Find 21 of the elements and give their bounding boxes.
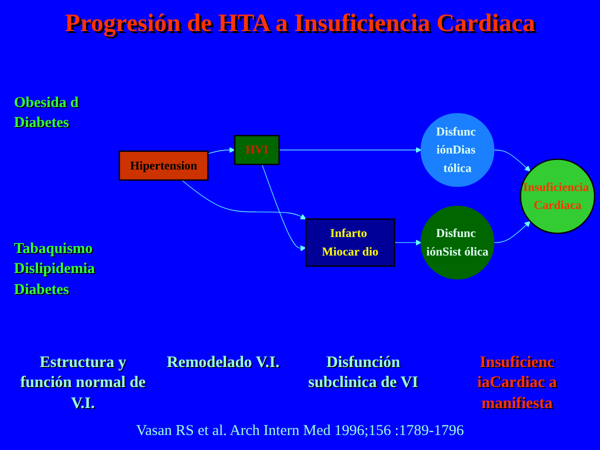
node-box: HVI bbox=[234, 134, 280, 166]
node-box: Infarto Miocar dio bbox=[305, 218, 396, 267]
risk-factor-label: Obesida d Diabetes bbox=[14, 94, 80, 134]
node-box: Hipertension bbox=[118, 150, 209, 181]
title: Progresión de HTA a Insuficiencia Cardiaca bbox=[64, 10, 536, 38]
arrow bbox=[181, 180, 306, 220]
arrow bbox=[493, 221, 531, 243]
node-circle: Insuficiencia Cardiaca bbox=[520, 158, 596, 234]
arrow bbox=[262, 164, 306, 252]
stage-label: Remodelado V.I. bbox=[166, 352, 280, 373]
stage-label: Estructura y función normal de V.I. bbox=[19, 352, 147, 414]
arrow bbox=[208, 147, 236, 154]
node-circle: Disfunc iónDias tólica bbox=[420, 113, 494, 187]
arrow bbox=[394, 240, 422, 246]
stage-label: Insuficienc iaCardiac a manifiesta bbox=[476, 352, 558, 414]
node-circle: Disfunc iónSist ólica bbox=[420, 206, 494, 280]
risk-factor-label: Tabaquismo Dislipidemia Diabetes bbox=[14, 240, 96, 300]
arrow bbox=[278, 147, 422, 153]
arrow bbox=[493, 150, 531, 172]
stage-label: Disfunción subclinica de VI bbox=[307, 352, 420, 394]
citation: Vasan RS et al. Arch Intern Med 1996;156 :1789-1796 bbox=[136, 423, 464, 440]
